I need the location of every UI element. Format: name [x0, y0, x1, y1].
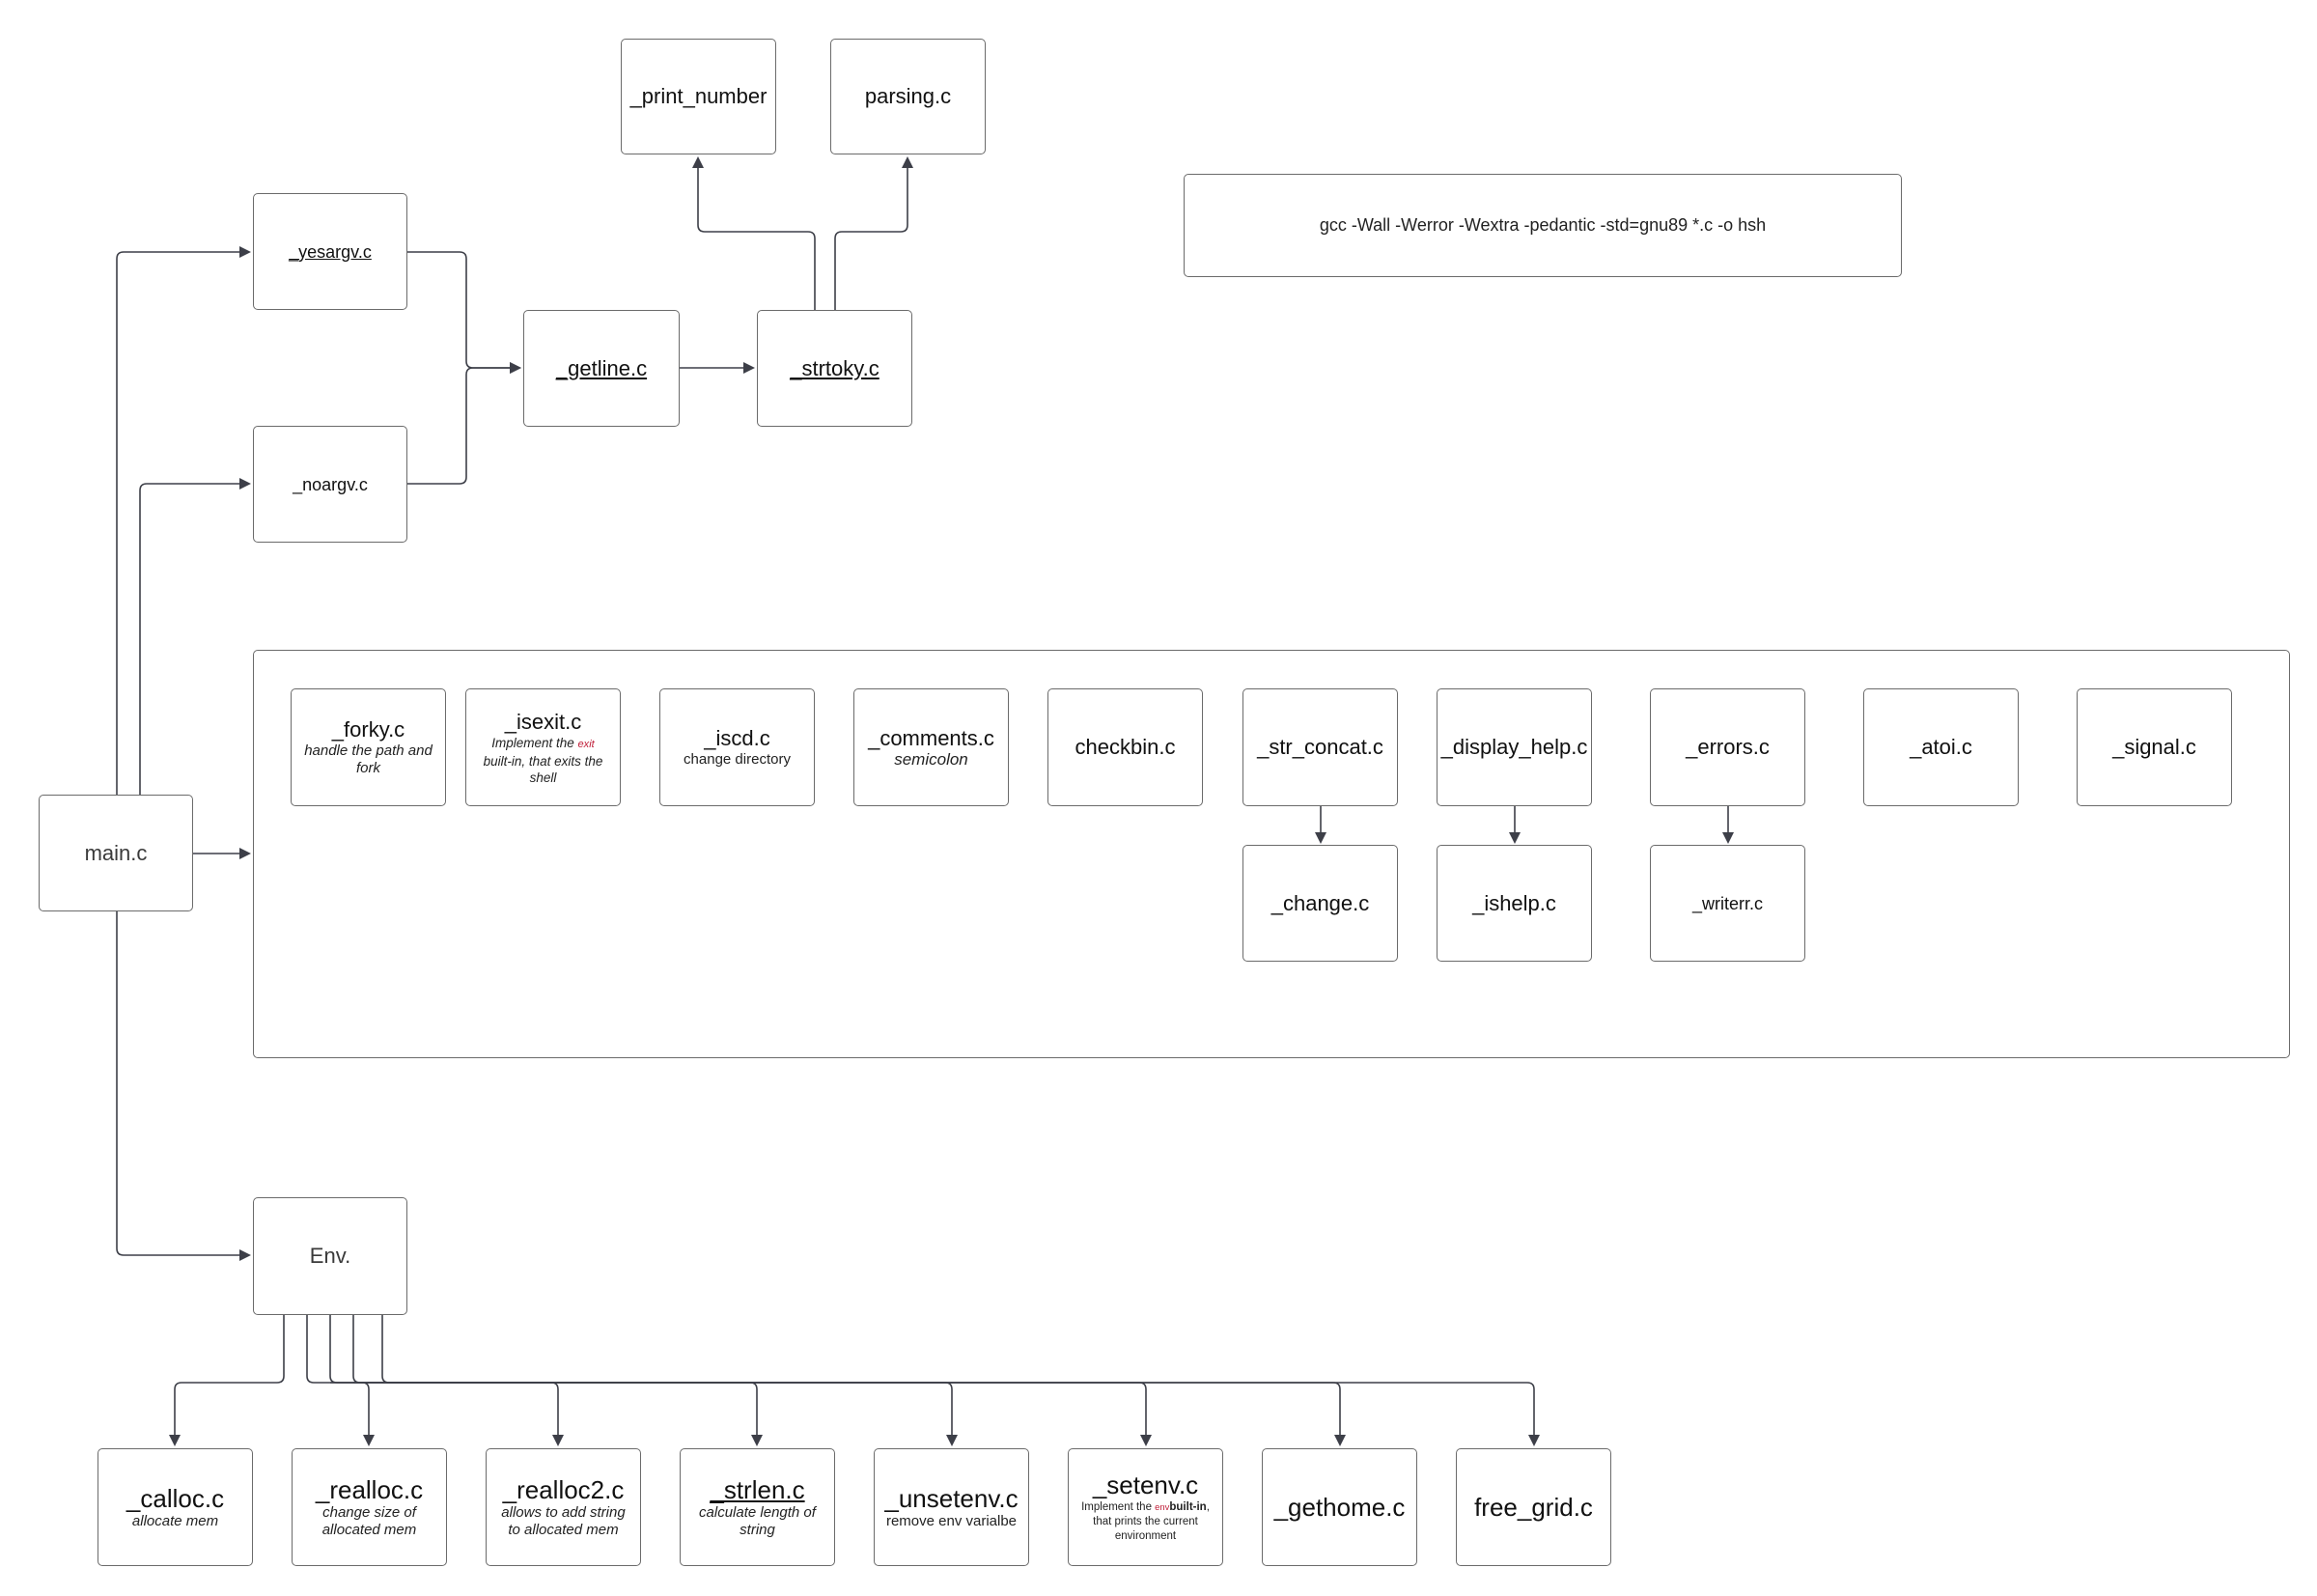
node-title: _realloc2.c	[502, 1475, 625, 1504]
node-str-concat[interactable]: _str_concat.c	[1242, 688, 1398, 806]
edge-main-env	[116, 911, 251, 1261]
node-description: allocate mem	[131, 1513, 219, 1529]
edge-noargv-getline	[407, 362, 521, 485]
node-title: _noargv.c	[293, 474, 368, 494]
node-title: _atoi.c	[1910, 735, 1972, 759]
node-title: _realloc.c	[315, 1475, 424, 1504]
node-change[interactable]: _change.c	[1242, 845, 1398, 962]
node-description: calculate length of string	[699, 1504, 816, 1538]
node-title: _yesargv.c	[289, 241, 372, 262]
edge-env-strlen	[352, 1315, 763, 1446]
node-main[interactable]: main.c	[39, 795, 193, 911]
edge-env-realloc2	[329, 1315, 564, 1446]
edge-strtoky-print-number	[692, 156, 816, 310]
node-description: remove env varialbe	[885, 1513, 1018, 1529]
node-env[interactable]: Env.	[253, 1197, 407, 1315]
node-title: _setenv.c	[1092, 1470, 1199, 1499]
edge-env-unsetenv	[381, 1315, 958, 1446]
node-parsing[interactable]: parsing.c	[830, 39, 986, 154]
node-description: semicolon	[894, 750, 968, 769]
node-title: _strlen.c	[710, 1475, 805, 1504]
edge-main-noargv	[139, 478, 251, 795]
node-description: change size of allocated mem	[321, 1504, 417, 1538]
edge-env-realloc	[306, 1315, 375, 1446]
node-title: Env.	[309, 1244, 351, 1268]
desc-part: Implement the	[491, 735, 578, 750]
edge-strtoky-parsing	[834, 156, 913, 310]
node-title: _ishelp.c	[1472, 890, 1556, 915]
node-title: _signal.c	[2112, 735, 2196, 759]
edge-main-yesargv	[116, 246, 251, 795]
node-print-number[interactable]: _print_number	[621, 39, 776, 154]
node-setenv[interactable]: _setenv.c Implement the envbuilt-in, tha…	[1068, 1448, 1223, 1566]
node-title: _calloc.c	[126, 1484, 225, 1513]
node-description: handle the path and fork	[304, 742, 433, 776]
desc-bold: built-in	[1169, 1501, 1207, 1513]
node-title: _isexit.c	[504, 709, 582, 734]
node-title: _gethome.c	[1273, 1493, 1406, 1522]
node-title: free_grid.c	[1474, 1493, 1593, 1522]
node-isexit[interactable]: _isexit.c Implement the exit built-in, t…	[465, 688, 621, 806]
node-calloc[interactable]: _calloc.c allocate mem	[98, 1448, 253, 1566]
node-realloc2[interactable]: _realloc2.c allows to add string to allo…	[486, 1448, 641, 1566]
node-comments[interactable]: _comments.c semicolon	[853, 688, 1009, 806]
node-unsetenv[interactable]: _unsetenv.c remove env varialbe	[874, 1448, 1029, 1566]
node-noargv[interactable]: _noargv.c	[253, 426, 407, 543]
node-yesargv[interactable]: _yesargv.c	[253, 193, 407, 310]
node-title: _writerr.c	[1691, 893, 1763, 913]
node-signal[interactable]: _signal.c	[2077, 688, 2232, 806]
node-checkbin[interactable]: checkbin.c	[1047, 688, 1203, 806]
node-free-grid[interactable]: free_grid.c	[1456, 1448, 1611, 1566]
node-title: _strtoky.c	[790, 355, 879, 380]
node-title: _comments.c	[868, 726, 994, 750]
node-gethome[interactable]: _gethome.c	[1262, 1448, 1417, 1566]
node-title: _errors.c	[1686, 735, 1770, 759]
edge-env-gethome	[353, 1382, 1346, 1446]
desc-part: Implement the	[1081, 1501, 1156, 1513]
node-getline[interactable]: _getline.c	[523, 310, 680, 427]
node-title: main.c	[84, 840, 148, 865]
node-strlen[interactable]: _strlen.c calculate length of string	[680, 1448, 835, 1566]
node-description: allows to add string to allocated mem	[501, 1504, 626, 1538]
node-title: _unsetenv.c	[884, 1484, 1019, 1513]
desc-part: , that prints the current environment	[1093, 1501, 1210, 1542]
node-title: _getline.c	[555, 355, 648, 380]
node-title: _iscd.c	[704, 726, 770, 750]
node-title: _forky.c	[331, 717, 405, 742]
desc-keyword: exit	[577, 738, 595, 750]
desc-part: built-in, that exits the shell	[483, 753, 603, 785]
edge-env-calloc	[169, 1315, 285, 1446]
node-ishelp[interactable]: _ishelp.c	[1437, 845, 1592, 962]
node-title: parsing.c	[864, 84, 952, 108]
node-errors[interactable]: _errors.c	[1650, 688, 1805, 806]
compile-command: gcc -Wall -Werror -Wextra -pedantic -std…	[1319, 215, 1767, 235]
node-display-help[interactable]: _display_help.c	[1437, 688, 1592, 806]
node-atoi[interactable]: _atoi.c	[1863, 688, 2019, 806]
edge-env-setenv	[330, 1382, 1152, 1446]
node-title: _print_number	[629, 84, 768, 108]
modules-group	[253, 650, 2290, 1058]
node-description: Implement the envbuilt-in, that prints t…	[1069, 1499, 1222, 1544]
desc-keyword: env	[1155, 1501, 1170, 1512]
node-writerr[interactable]: _writerr.c	[1650, 845, 1805, 962]
edge-env-free-grid	[382, 1382, 1540, 1446]
node-title: _change.c	[1270, 890, 1370, 915]
node-strtoky[interactable]: _strtoky.c	[757, 310, 912, 427]
compile-command-box: gcc -Wall -Werror -Wextra -pedantic -std…	[1184, 174, 1902, 277]
node-iscd[interactable]: _iscd.c change directory	[659, 688, 815, 806]
node-forky[interactable]: _forky.c handle the path and fork	[291, 688, 446, 806]
node-description: change directory	[684, 751, 791, 768]
node-title: checkbin.c	[1075, 735, 1176, 759]
node-realloc[interactable]: _realloc.c change size of allocated mem	[292, 1448, 447, 1566]
node-title: _str_concat.c	[1257, 735, 1383, 759]
edge-yesargv-getline	[407, 251, 521, 374]
node-title: _display_help.c	[1440, 735, 1588, 759]
node-description: Implement the exit built-in, that exits …	[466, 735, 620, 786]
